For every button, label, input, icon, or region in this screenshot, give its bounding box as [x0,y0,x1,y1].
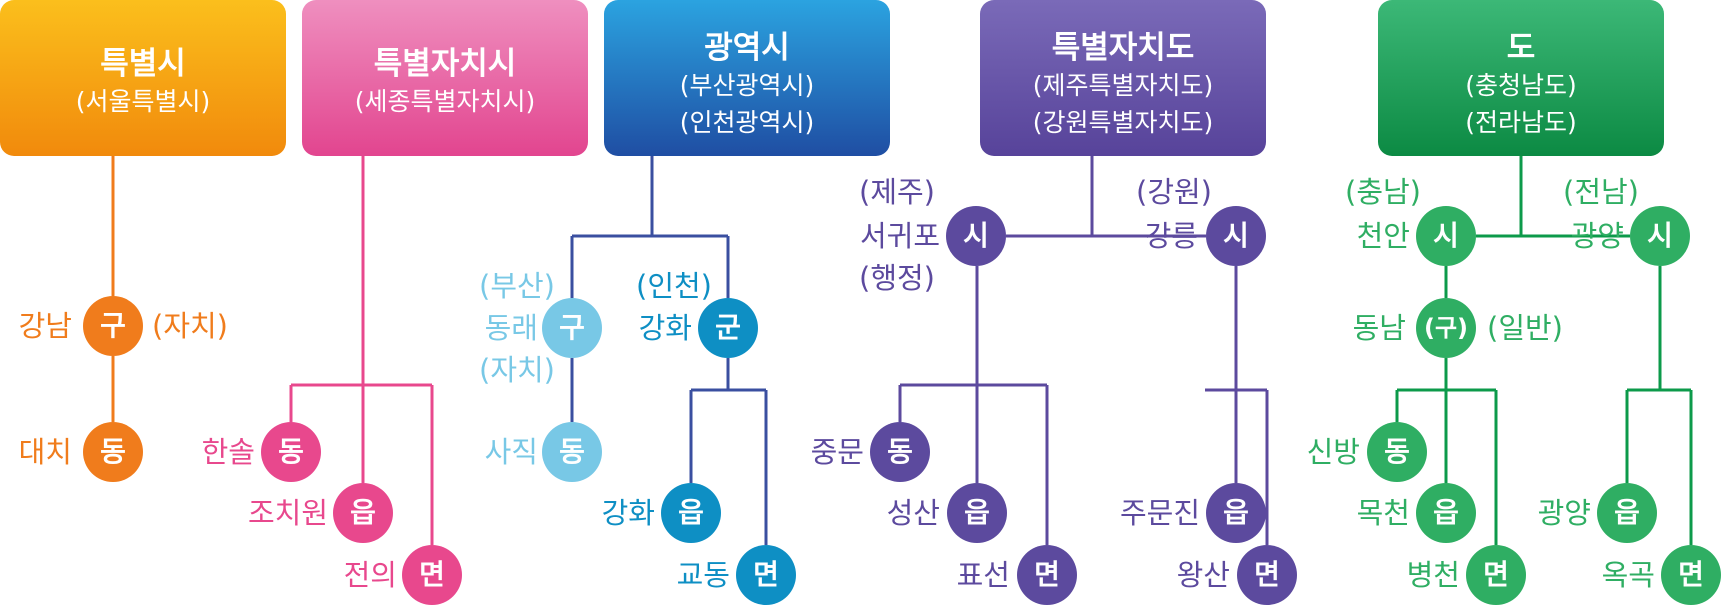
place-label: 목천 [1356,496,1410,530]
header-subtitle: (전라남도) [1465,108,1577,137]
place-label: (전남) [1563,175,1639,209]
place-label: 병천 [1406,558,1460,592]
category-header-2: 특별자치시 (세종특별자치시) [302,0,588,156]
place-label: 전의 [343,558,397,592]
header-subtitle: (인천광역시) [679,108,815,137]
division-node: 동 [261,422,321,482]
header-subtitle: (강원특별자치도) [1032,108,1214,137]
header-subtitle: (부산광역시) [679,71,815,100]
place-label: (인천) [636,269,712,303]
header-title: 특별자치시 [373,46,517,82]
place-label: 교동 [676,558,730,592]
division-node: 읍 [1416,483,1476,543]
division-node: 읍 [947,483,1007,543]
place-label: (자치) [479,353,555,387]
place-label: 사직 [484,435,538,469]
category-header-5: 도 (충청남도) (전라남도) [1378,0,1664,156]
place-label: 옥곡 [1601,558,1655,592]
division-node: 시 [1206,206,1266,266]
division-node: 군 [698,298,758,358]
place-label: 광양 [1570,219,1624,253]
place-label: (일반) [1487,311,1563,345]
division-node: 면 [736,545,796,605]
place-label: (충남) [1345,175,1421,209]
place-label: 동남 [1352,311,1406,345]
place-label: 주문진 [1119,496,1200,530]
header-subtitle: (세종특별자치시) [354,87,536,116]
division-node: 시 [1416,206,1476,266]
header-title: 도 [1506,30,1536,66]
header-subtitle: (충청남도) [1465,71,1577,100]
division-node: 면 [1661,545,1721,605]
place-label: 성산 [886,496,940,530]
header-title: 특별자치도 [1051,30,1195,66]
division-node: 구 [83,296,143,356]
division-node: 시 [1630,206,1690,266]
header-subtitle: (제주특별자치도) [1032,71,1214,100]
header-title: 특별시 [100,46,186,82]
division-node: 동 [870,422,930,482]
place-label: 동래 [484,311,538,345]
division-node: 읍 [1206,483,1266,543]
division-node: 면 [1017,545,1077,605]
place-label: 강화 [601,496,655,530]
place-label: 왕산 [1176,558,1230,592]
place-label: 강릉 [1144,219,1198,253]
place-label: 표선 [956,558,1010,592]
division-node: 면 [1466,545,1526,605]
category-header-4: 특별자치도 (제주특별자치도) (강원특별자치도) [980,0,1266,156]
division-node: 동 [83,422,143,482]
place-label: (제주) [859,175,935,209]
place-label: 서귀포 [859,219,940,253]
division-node: 동 [542,422,602,482]
place-label: 광양 [1537,496,1591,530]
place-label: (부산) [479,269,555,303]
place-label: (행정) [859,261,935,295]
place-label: 강남 [18,309,72,343]
category-header-1: 특별시 (서울특별시) [0,0,286,156]
division-node: 면 [1237,545,1297,605]
division-node: 읍 [661,483,721,543]
division-node: 읍 [333,483,393,543]
place-label: 대치 [18,435,72,469]
division-node: 면 [402,545,462,605]
header-title: 광역시 [704,30,790,66]
division-node: (구) [1416,298,1476,358]
place-label: 천안 [1356,219,1410,253]
place-label: 강화 [638,311,692,345]
place-label: 조치원 [247,496,328,530]
place-label: 신방 [1306,435,1360,469]
place-label: (자치) [152,309,228,343]
place-label: 한솔 [201,435,255,469]
division-node: 구 [542,298,602,358]
division-node: 읍 [1597,483,1657,543]
header-subtitle: (서울특별시) [75,87,211,116]
place-label: (강원) [1136,175,1212,209]
division-node: 동 [1367,422,1427,482]
place-label: 중문 [810,435,864,469]
category-header-3: 광역시 (부산광역시) (인천광역시) [604,0,890,156]
division-node: 시 [946,206,1006,266]
